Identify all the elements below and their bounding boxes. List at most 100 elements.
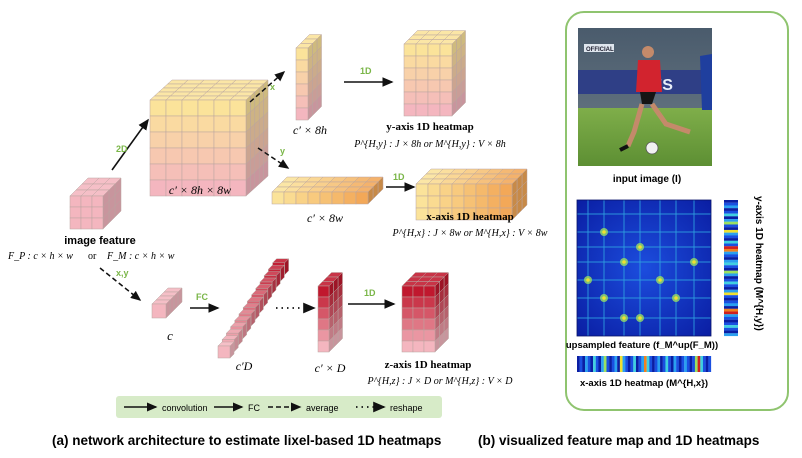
block-cell xyxy=(423,296,436,309)
block-cell xyxy=(295,83,309,97)
block-cell xyxy=(439,183,453,197)
x-strip-cell xyxy=(638,356,642,372)
feature-hotspot xyxy=(638,245,642,249)
y-strip-cell xyxy=(724,322,738,326)
block-cell xyxy=(439,79,453,93)
block-cell xyxy=(415,43,429,57)
feature-hotspot xyxy=(638,316,642,320)
block-cell xyxy=(317,329,330,342)
x-strip-cell xyxy=(676,356,679,372)
block-cell xyxy=(415,103,429,117)
y-strip-cell xyxy=(724,311,738,315)
x-heatmap-block xyxy=(415,168,528,221)
y-strip-cell xyxy=(724,254,738,258)
y-strip-cell xyxy=(724,265,738,269)
block-cell xyxy=(317,285,330,298)
y-strip-cell xyxy=(724,284,738,288)
feature-hotspot xyxy=(692,260,696,264)
x-strip-cell xyxy=(654,356,658,372)
y-strip-cell xyxy=(724,240,738,244)
block-cell xyxy=(80,206,93,219)
x-strip-cell xyxy=(587,356,591,372)
x-heatmap-strip-label: x-axis 1D heatmap (M^{H,x}) xyxy=(580,378,708,389)
block-cell xyxy=(229,131,247,149)
block-cell xyxy=(229,147,247,165)
z-heatmap-formula: P^{H,z} : J × D or M^{H,z} : V × D xyxy=(367,376,514,387)
y-strip-cell xyxy=(724,287,738,290)
block-cell xyxy=(217,345,231,359)
block-cell xyxy=(317,296,330,309)
block-cell xyxy=(149,99,167,117)
upsampled-feature-block xyxy=(149,79,269,197)
x-strip-cell xyxy=(665,356,669,372)
x-strip-cell xyxy=(668,356,671,372)
y-strip-cell xyxy=(724,257,738,260)
block-cell xyxy=(355,191,369,205)
y-strip-cell xyxy=(724,205,738,209)
legend-item-convolution: convolution xyxy=(124,402,208,413)
block-cell xyxy=(317,340,330,353)
x-strip-cell xyxy=(627,356,631,372)
block-cell xyxy=(401,296,414,309)
block-cell xyxy=(427,91,441,105)
block-cell xyxy=(213,99,231,117)
block-cell xyxy=(412,285,425,298)
block-cell xyxy=(165,147,183,165)
block-cell xyxy=(463,183,477,197)
block-cell xyxy=(229,179,247,197)
x-heatmap-title: x-axis 1D heatmap xyxy=(426,211,513,223)
y-strip-cell xyxy=(724,278,738,282)
x-strip-cell xyxy=(684,356,687,372)
caption-b: (b) visualized feature map and 1D heatma… xyxy=(478,433,759,448)
block-cell xyxy=(69,195,82,208)
y-strip-cell xyxy=(724,248,738,252)
y-strip-cell xyxy=(724,330,738,334)
op-fc-label: FC xyxy=(196,292,208,302)
feature-hotspot xyxy=(622,260,626,264)
z-axis-feature-block xyxy=(317,271,344,353)
input-image: UES OFFICIAL xyxy=(578,28,712,166)
block-cell xyxy=(499,195,513,209)
block-cell xyxy=(149,179,167,197)
block-cell xyxy=(181,115,199,133)
y-strip-cell xyxy=(724,295,738,298)
x-strip-cell xyxy=(702,356,706,372)
y-strip-cell xyxy=(724,300,738,304)
block-cell xyxy=(439,195,453,209)
block-cell xyxy=(165,131,183,149)
z-heatmap-title: z-axis 1D heatmap xyxy=(385,359,472,371)
block-cell xyxy=(403,43,417,57)
y-strip-cell xyxy=(724,314,738,318)
block-cell xyxy=(415,79,429,93)
block-cell xyxy=(403,55,417,69)
block-cell xyxy=(427,103,441,117)
y-strip-cell xyxy=(724,303,738,307)
average-xy-arrow xyxy=(99,267,142,301)
y-strip-cell xyxy=(724,316,738,320)
block-cell xyxy=(439,67,453,81)
feature-hotspot xyxy=(602,296,606,300)
y-strip-cell xyxy=(724,216,738,220)
block-cell xyxy=(91,217,104,230)
image-feature-formula: F_P : c × h × w or F_M : c × h × w xyxy=(7,251,175,262)
y-strip-cell xyxy=(724,259,738,263)
y-strip-cell xyxy=(724,268,738,271)
y-heatmap-formula: P^{H,y} : J × 8h or M^{H,y} : V × 8h xyxy=(353,139,506,150)
block-cell xyxy=(412,296,425,309)
block-cell xyxy=(295,59,309,73)
x-strip-cell xyxy=(670,356,674,372)
block-cell xyxy=(343,191,357,205)
block-cell xyxy=(427,43,441,57)
block-cell xyxy=(80,195,93,208)
y-strip-cell xyxy=(724,325,738,328)
y-strip-cell xyxy=(724,227,738,230)
y-axis-feature-block xyxy=(295,33,323,121)
op-x-label: x xyxy=(270,82,275,92)
block-cell xyxy=(401,307,414,320)
block-cell xyxy=(423,285,436,298)
block-cell xyxy=(487,195,501,209)
block-cell xyxy=(213,163,231,181)
average-y-arrow xyxy=(257,147,290,169)
x-strip-cell xyxy=(705,356,709,372)
y-heatmap-block xyxy=(403,29,467,117)
